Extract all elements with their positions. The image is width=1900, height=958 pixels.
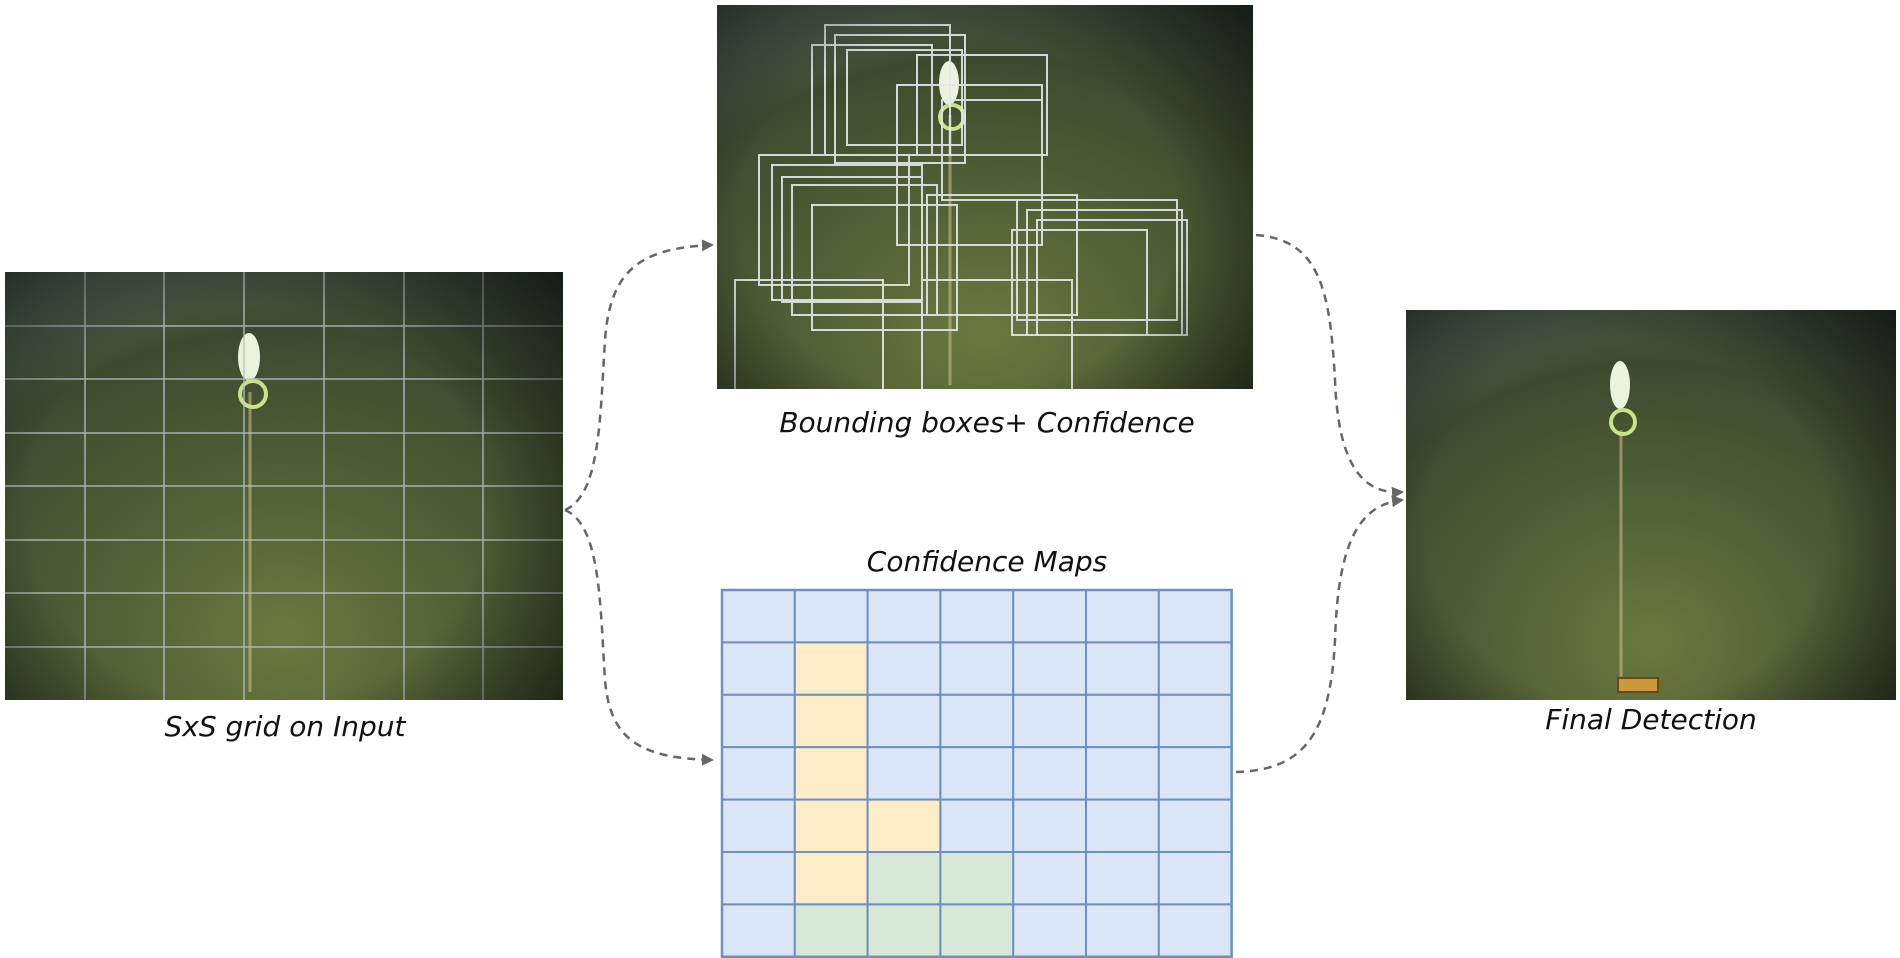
confmap-cell	[1085, 641, 1160, 696]
confmap-cell	[1012, 693, 1088, 749]
confmap-cell	[721, 641, 796, 696]
confmap-cell	[1085, 903, 1160, 958]
confmap-cell-yellow	[793, 851, 869, 906]
confmap-cell	[1012, 903, 1088, 958]
confmap-cell	[1085, 798, 1160, 853]
confmap-cell	[866, 589, 942, 644]
confmap-cell	[1085, 851, 1160, 906]
input-caption: SxS grid on Input	[164, 710, 406, 743]
confmap-cell	[1012, 746, 1088, 801]
bbox-image	[717, 5, 1253, 389]
confmap-cell	[939, 746, 1015, 801]
confmap-cell	[939, 693, 1015, 749]
confmap-title: Confidence Maps	[866, 545, 1108, 578]
confmap-cell	[793, 589, 869, 644]
confmap-cell	[1012, 589, 1088, 644]
confmap-cell	[1157, 641, 1233, 696]
input-grid-overlay	[5, 272, 563, 700]
confmap-cell-green	[939, 903, 1015, 958]
confmap-cell-yellow	[866, 798, 942, 853]
confmap-cell	[1157, 851, 1233, 906]
bounding-boxes	[734, 24, 1188, 389]
confmap-cell	[866, 746, 942, 801]
confmap-cell	[1085, 693, 1160, 749]
confmap-cell	[721, 851, 796, 906]
confmap-cell	[721, 903, 796, 958]
confmap-cell	[1157, 746, 1233, 801]
confmap-cell	[1012, 641, 1088, 696]
confmap-cell-yellow	[793, 641, 869, 696]
confmap-cell	[866, 693, 942, 749]
confmap-cell	[1157, 693, 1233, 749]
confmap-cell	[1012, 798, 1088, 853]
confmap-cell	[1012, 851, 1088, 906]
confmap-border	[720, 588, 1233, 958]
confmap-cell	[939, 589, 1015, 644]
confmap-cell	[721, 746, 796, 801]
confmap-cell	[1157, 589, 1233, 644]
confmap-cell	[721, 693, 796, 749]
final-overlay	[1609, 361, 1659, 693]
confmap-cell	[721, 589, 796, 644]
confmap-cell	[1085, 589, 1160, 644]
bbox-overlay	[734, 24, 1188, 389]
final-image	[1406, 310, 1896, 700]
confmap-cell-green	[866, 903, 942, 958]
confmap-cell	[866, 641, 942, 696]
confmap-cell-green	[793, 903, 869, 958]
bbox-caption: Bounding boxes+ Confidence	[779, 406, 1195, 439]
detected-object-marker	[1617, 677, 1659, 693]
arrow-input-to-bbox	[564, 239, 714, 512]
final-caption: Final Detection	[1545, 703, 1757, 736]
confmap-cell	[939, 641, 1015, 696]
arrow-input-to-confmap	[564, 508, 714, 766]
arrow-bbox-to-final	[1255, 233, 1404, 499]
input-image	[5, 272, 563, 700]
confmap-cell	[1157, 798, 1233, 853]
confmap-cell	[1085, 746, 1160, 801]
confmap-cell-yellow	[793, 798, 869, 853]
confmap-cell-yellow	[793, 746, 869, 801]
confmap-cell-yellow	[793, 693, 869, 749]
confmap-cell-green	[939, 851, 1015, 906]
confmap-cell	[939, 798, 1015, 853]
confmap-cell	[1157, 903, 1233, 958]
arrow-confmap-to-final	[1235, 495, 1404, 774]
confmap-cell	[721, 798, 796, 853]
confmap-cell-green	[866, 851, 942, 906]
